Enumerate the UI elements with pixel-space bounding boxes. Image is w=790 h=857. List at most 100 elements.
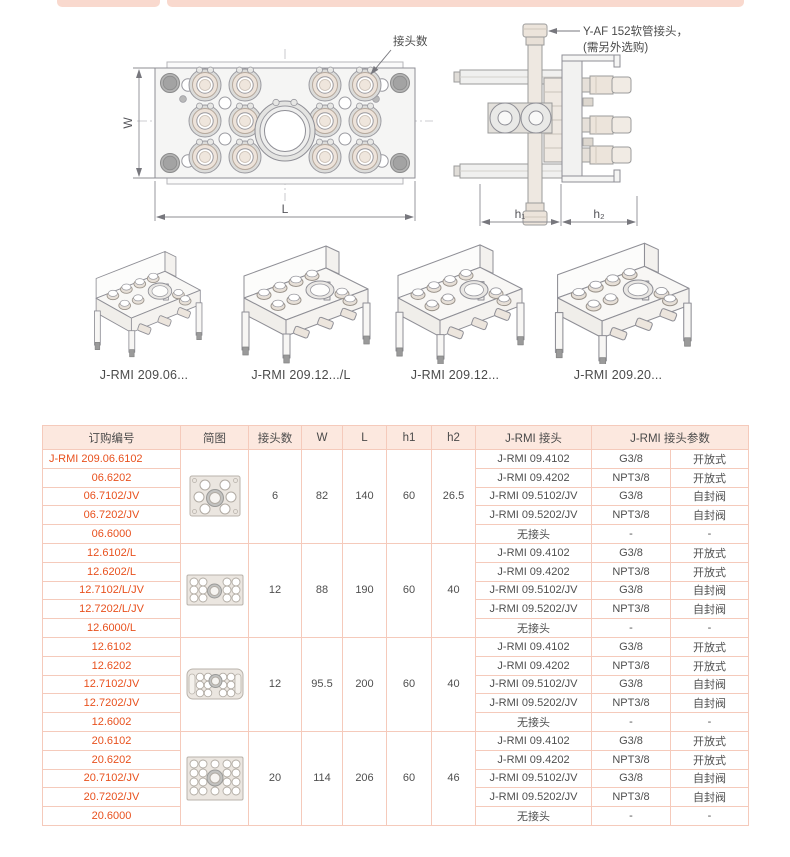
product-iso-image [226, 238, 376, 364]
type-cell: 开放式 [669, 636, 750, 657]
col-header-order-code: 订购编号 [42, 425, 181, 450]
l-cell: 190 [342, 542, 387, 638]
type-cell: 自封阀 [669, 674, 750, 695]
thread-cell: G3/8 [591, 674, 671, 695]
h1-cell: 60 [386, 730, 432, 826]
table-row: 06.7202/JV J-RMI 09.5202/JV NPT3/8 自封阀 [42, 505, 750, 526]
thread-cell: NPT3/8 [591, 505, 671, 526]
jrmi-cell: J-RMI 09.4102 [475, 542, 592, 563]
jrmi-cell: 无接头 [475, 618, 592, 638]
thread-cell: NPT3/8 [591, 749, 671, 770]
product-variant-06: J-RMI 209.06... [69, 238, 219, 382]
thread-cell: NPT3/8 [591, 787, 671, 808]
thread-cell: NPT3/8 [591, 467, 671, 488]
connector-count-callout: 接头数 [393, 34, 428, 48]
product-variant-20: J-RMI 209.20... [543, 238, 693, 382]
order-code-cell: J-RMI 209.06.6102 [42, 449, 181, 469]
product-caption: J-RMI 209.12.../L [251, 368, 351, 382]
table-row: 20.6000 无接头 - - [42, 806, 750, 826]
front-view-drawing: W L 接头数 [121, 34, 433, 221]
order-code-cell: 12.6102 [42, 636, 181, 657]
order-code-cell: 12.7202/JV [42, 693, 181, 714]
type-cell: 开放式 [669, 542, 750, 563]
plate-thumbnail-20 [186, 756, 243, 801]
order-code-cell: 12.6000/L [42, 618, 181, 638]
thread-cell: G3/8 [591, 580, 671, 601]
thread-cell: G3/8 [591, 486, 671, 507]
thread-cell: - [591, 712, 671, 732]
order-code-cell: 12.7202/L/JV [42, 599, 181, 620]
h2-cell: 46 [431, 730, 476, 826]
jrmi-cell: J-RMI 09.5102/JV [475, 768, 592, 789]
jrmi-cell: 无接头 [475, 806, 592, 826]
thumbnail-cell [180, 449, 249, 544]
thread-cell: G3/8 [591, 768, 671, 789]
h1-cell: 60 [386, 636, 432, 732]
type-cell: 开放式 [669, 561, 750, 582]
order-code-cell: 12.7102/L/JV [42, 580, 181, 601]
col-header-jrmi-params: J-RMI 接头参数 [590, 425, 750, 450]
order-code-cell: 20.7202/JV [42, 787, 181, 808]
l-cell: 200 [342, 636, 387, 732]
l-cell: 206 [342, 730, 387, 826]
thread-cell: NPT3/8 [591, 655, 671, 676]
type-cell: 自封阀 [669, 787, 750, 808]
type-cell: - [669, 806, 750, 826]
w-cell: 82 [301, 449, 343, 544]
h1-cell: 60 [386, 449, 432, 544]
hose-fitting-callout-line1: Y-AF 152软管接头， [583, 24, 688, 38]
order-code-cell: 20.6102 [42, 730, 181, 751]
table-row: 06.6000 无接头 - - [42, 524, 750, 544]
order-code-cell: 12.7102/JV [42, 674, 181, 695]
table-row: 12.6002 无接头 - - [42, 712, 750, 732]
col-header-connector-count: 接头数 [248, 425, 302, 450]
jrmi-cell: J-RMI 09.5102/JV [475, 580, 592, 601]
table-row: 12.6102 [42, 636, 750, 732]
order-code-cell: 12.6202 [42, 655, 181, 676]
table-row: 12.6202 J-RMI 09.4202 NPT3/8 开放式 [42, 655, 750, 676]
thread-cell: - [591, 618, 671, 638]
order-code-cell: 20.6000 [42, 806, 181, 826]
jrmi-cell: J-RMI 09.4102 [475, 636, 592, 657]
dim-h1-label: h₁ [515, 207, 526, 221]
connector-count-cell: 12 [248, 542, 302, 638]
order-code-cell: 12.6102/L [42, 542, 181, 563]
jrmi-cell: J-RMI 09.4202 [475, 749, 592, 770]
jrmi-cell: J-RMI 09.5102/JV [475, 486, 592, 507]
thumbnail-cell [180, 636, 249, 732]
type-cell: 开放式 [669, 449, 750, 469]
thread-cell: G3/8 [591, 449, 671, 469]
thumbnail-cell [180, 542, 249, 638]
jrmi-cell: 无接头 [475, 712, 592, 732]
product-iso-image [69, 238, 219, 364]
table-row: 12.6000/L 无接头 - - [42, 618, 750, 638]
table-row: 20.7202/JV J-RMI 09.5202/JV NPT3/8 自封阀 [42, 787, 750, 808]
jrmi-cell: J-RMI 09.5102/JV [475, 674, 592, 695]
order-code-cell: 06.7202/JV [42, 505, 181, 526]
jrmi-cell: 无接头 [475, 524, 592, 544]
product-variant-12l: J-RMI 209.12.../L [226, 238, 376, 382]
product-caption: J-RMI 209.12... [410, 368, 500, 382]
order-code-cell: 06.7102/JV [42, 486, 181, 507]
type-cell: 开放式 [669, 467, 750, 488]
dim-w-label: W [121, 117, 135, 129]
type-cell: 自封阀 [669, 768, 750, 789]
table-row: 20.7102/JV J-RMI 09.5102/JV G3/8 自封阀 [42, 768, 750, 789]
thread-cell: G3/8 [591, 542, 671, 563]
order-code-cell: 12.6002 [42, 712, 181, 732]
top-strip-right [167, 0, 744, 7]
table-row: 12.6102/L [42, 542, 750, 638]
jrmi-cell: J-RMI 09.4202 [475, 561, 592, 582]
table-row: 20.6102 [42, 730, 750, 826]
col-header-h2: h2 [431, 425, 476, 450]
type-cell: 开放式 [669, 655, 750, 676]
order-code-cell: 20.7102/JV [42, 768, 181, 789]
table-row: 06.7102/JV J-RMI 09.5102/JV G3/8 自封阀 [42, 486, 750, 507]
product-variant-12: J-RMI 209.12... [380, 238, 530, 382]
order-code-cell: 20.6202 [42, 749, 181, 770]
type-cell: 自封阀 [669, 486, 750, 507]
order-code-cell: 06.6000 [42, 524, 181, 544]
h1-cell: 60 [386, 542, 432, 638]
table-row: J-RMI 209.06.6102 [42, 449, 750, 544]
col-header-h1: h1 [386, 425, 432, 450]
